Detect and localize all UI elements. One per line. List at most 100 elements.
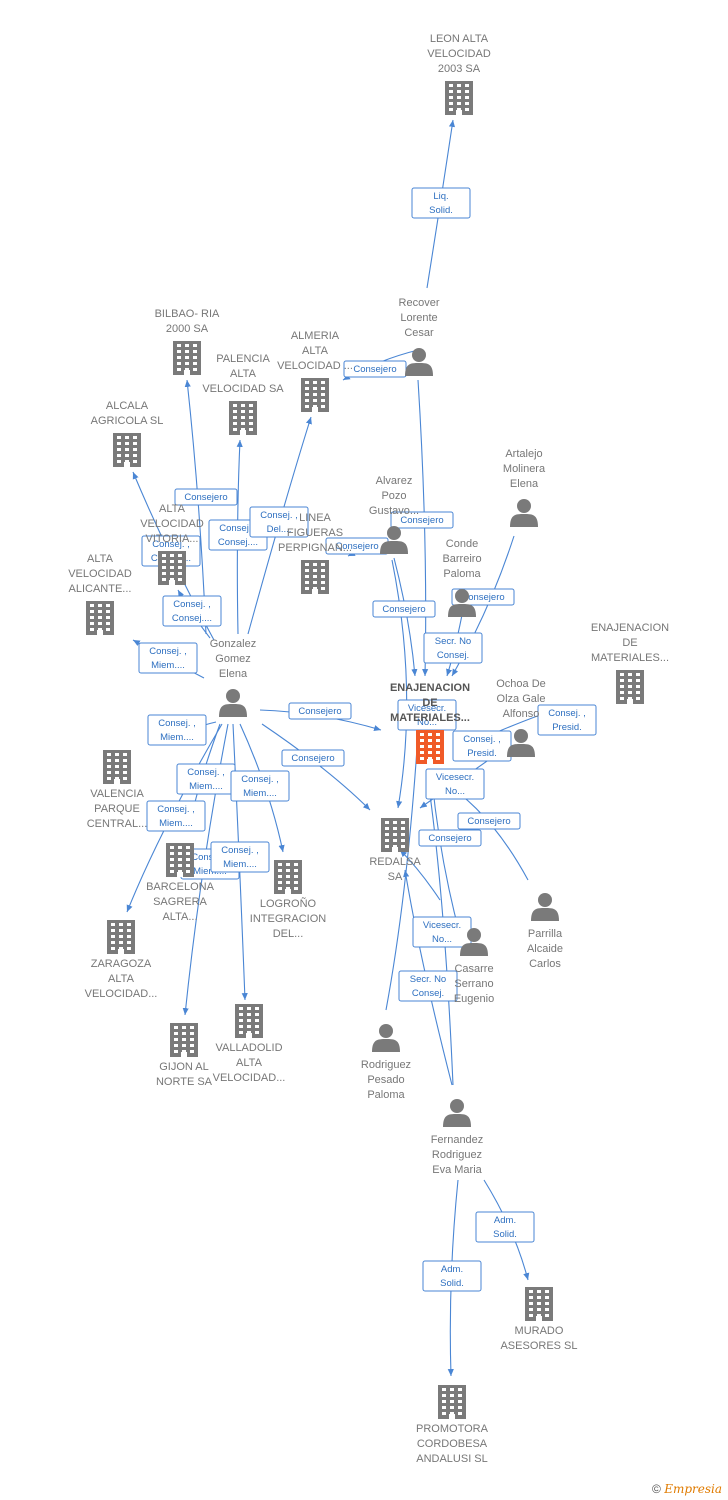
edge-label-fernandez-murado[interactable]: Adm.Solid. [475, 1211, 535, 1243]
edge-label-text: Secr. No [410, 974, 446, 985]
edge-label-text: Adm. [441, 1264, 463, 1275]
node-focus[interactable]: ENAJENACIONDEMATERIALES... [390, 682, 470, 764]
edge-label-gonzalez-logrono[interactable]: Consej. ,Miem.... [230, 770, 290, 802]
node-label-line: GIJON AL [159, 1061, 209, 1073]
edge-label-text: Consejero [400, 515, 443, 526]
edge-label-gonzalez-bilbao[interactable]: Consejero [174, 488, 238, 506]
node-label-line: ALTA [87, 553, 114, 565]
node-label-line: INTEGRACION [250, 913, 326, 925]
node-label-line: PARQUE [94, 803, 140, 815]
node-label-line: PERPIGNAN... [278, 542, 352, 554]
node-label-line: ENAJENACION [591, 622, 669, 634]
edge-label-gonzalez-barcelona[interactable]: Consej. ,Miem.... [176, 763, 236, 795]
edge-label-fernandez-focus[interactable]: Vicesecr.No... [425, 768, 485, 800]
edge-label-ochoa-redalsa[interactable]: Consej. ,Presid. [452, 730, 512, 762]
building-icon [107, 920, 135, 954]
node-label-line: LINEA [299, 512, 331, 524]
node-label-line: Eva Maria [432, 1164, 482, 1176]
node-valladolid[interactable]: VALLADOLIDALTAVELOCIDAD... [213, 1004, 286, 1084]
edge-label-ochoa-focus[interactable]: Consej. ,Presid. [537, 704, 597, 736]
edge-label-text: Consejero [382, 604, 425, 615]
node-linea[interactable]: LINEAFIGUERASPERPIGNAN... [278, 512, 352, 594]
edge-label-text: Consejero [298, 706, 341, 717]
edge-label-alvarez-focus[interactable]: Consejero [390, 511, 454, 529]
edge-label-casarre-redalsa[interactable]: Vicesecr.No... [412, 916, 472, 948]
node-label-line: Casarre [454, 963, 493, 975]
edge-label-gonzalez-valladolid[interactable]: Consej. ,Miem.... [210, 841, 270, 873]
person-icon [443, 1099, 471, 1127]
edge-label-text: Miem.... [243, 788, 277, 799]
node-label-line: Gomez [215, 653, 250, 665]
building-icon [438, 1385, 466, 1419]
edge-label-rodriguez-focus[interactable]: Vicesecr. No... [397, 699, 457, 731]
node-alvarez[interactable]: AlvarezPozoGustavo... [369, 475, 419, 554]
node-alta_vitoria[interactable]: ALTAVELOCIDADVITORIA... [140, 503, 204, 585]
edge-label-text: Vicesecr. [408, 703, 446, 714]
building-icon [86, 601, 114, 635]
node-label-line: Rodriguez [432, 1149, 482, 1161]
node-label-line: Elena [510, 478, 539, 490]
node-label-line: Lorente [400, 312, 437, 324]
node-label-line: AGRICOLA SL [91, 415, 164, 427]
edge-label-text: Consej. , [173, 599, 211, 610]
node-almeria[interactable]: ALMERIAALTAVELOCIDAD ... [277, 330, 353, 412]
edge-label-recover-almeria[interactable]: Consejero [343, 360, 407, 378]
building-icon [274, 860, 302, 894]
node-label-line: Recover [399, 297, 440, 309]
edge-rodriguez-focus [385, 699, 423, 1011]
edge-label-text: Del.... [267, 524, 292, 535]
node-label-line: ALTA [230, 368, 257, 380]
node-alicante[interactable]: ALTAVELOCIDADALICANTE... [68, 553, 132, 635]
edge-label-gonzalez-valencia[interactable]: Consej. ,Miem.... [147, 714, 207, 746]
edge-label-fernandez-promotora[interactable]: Adm.Solid. [422, 1260, 482, 1292]
edge-label-gonzalez-alta_vitoria[interactable]: Consej. ,Consej.... [162, 595, 222, 627]
edge-label-recover-leon[interactable]: Liq.Solid. [411, 187, 471, 219]
edge-alvarez-focus [393, 557, 418, 677]
edge-label-parrilla-focus[interactable]: Consejero [457, 812, 521, 830]
edge-label-alvarez-redalsa[interactable]: Consejero [372, 600, 436, 618]
node-logrono[interactable]: LOGROÑOINTEGRACIONDEL... [250, 860, 326, 940]
edge-label-text: Consej. [437, 650, 469, 661]
edge-label-gonzalez-zaragoza[interactable]: Consej. ,Miem.... [146, 800, 206, 832]
node-barcelona[interactable]: BARCELONASAGRERAALTA... [146, 843, 215, 923]
edge-label-text: No... [417, 717, 437, 728]
edge-label-casarre-focus[interactable]: Consejero [418, 829, 482, 847]
node-enaj_mat[interactable]: ENAJENACIONDEMATERIALES... [591, 622, 669, 704]
building-icon [158, 551, 186, 585]
edge-label-gonzalez-almeria[interactable]: Consej. ,Del.... [249, 506, 309, 538]
node-zaragoza[interactable]: ZARAGOZAALTAVELOCIDAD... [85, 920, 158, 1000]
brand-logo[interactable]: Empresia [664, 1482, 722, 1496]
node-label-line: CENTRAL... [87, 818, 148, 830]
node-label-line: Paloma [443, 568, 481, 580]
edge-label-gonzalez-redalsa[interactable]: Consejero [281, 749, 345, 767]
node-label-line: LOGROÑO [260, 897, 317, 910]
node-valencia[interactable]: VALENCIAPARQUECENTRAL... [87, 750, 148, 830]
building-icon [525, 1287, 553, 1321]
edge-label-gonzalez-alicante[interactable]: Consej. ,Miem.... [138, 642, 198, 674]
node-label-line: Alfonso [503, 708, 540, 720]
edge-label-text: Consej. , [157, 804, 195, 815]
edge-label-gonzalez-focus[interactable]: Consejero [288, 702, 352, 720]
edge-fernandez-focus [425, 779, 454, 1086]
